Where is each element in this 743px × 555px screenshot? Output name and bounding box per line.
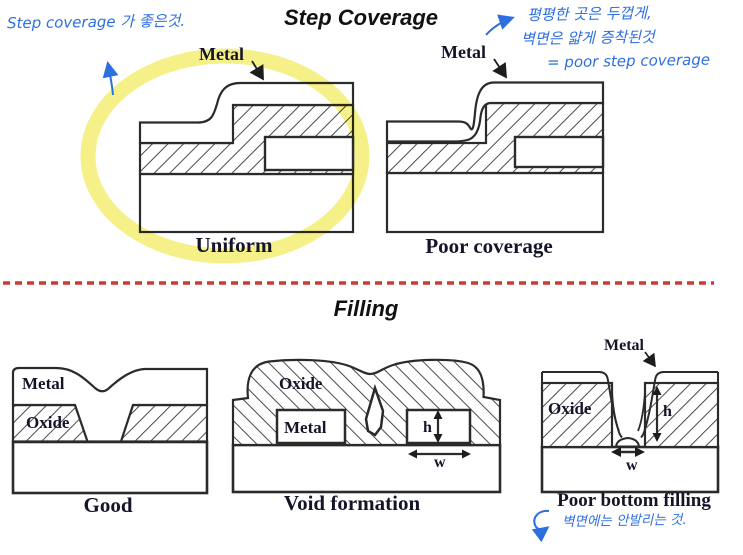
poor-coverage-metal-label: Metal <box>441 42 486 62</box>
step-coverage-title: Step Coverage <box>283 5 439 30</box>
poor-coverage-metal-arrow <box>492 58 507 79</box>
void-h-label: h <box>423 419 432 436</box>
uniform-metal-label: Metal <box>199 44 244 64</box>
void-metal-label: Metal <box>284 418 327 437</box>
void-w-arrowhead-right <box>462 449 471 459</box>
pbf-metal-film-right <box>640 371 718 439</box>
filling-title: Filling <box>333 296 399 321</box>
pbf-metal-film-left-inner <box>611 391 620 432</box>
blue-up-arrow <box>102 61 119 96</box>
pbf-oxide-left <box>540 381 614 449</box>
pbf-w-label: w <box>626 457 638 474</box>
void-shape <box>364 383 385 437</box>
void-h-arrowhead-up <box>433 410 443 419</box>
void-w-label: w <box>434 454 446 471</box>
blue-curved-arrow <box>485 14 515 36</box>
pbf-w-arrowhead-right <box>635 447 645 457</box>
pbf-caption: Poor bottom filling <box>557 490 711 511</box>
pbf-metal-label: Metal <box>604 337 645 354</box>
poor-coverage-caption: Poor coverage <box>425 234 552 258</box>
pbf-oxide-label: Oxide <box>548 399 592 418</box>
good-caption: Good <box>83 493 132 517</box>
uniform-metal-arrow <box>249 60 264 81</box>
good-diagram: Metal Oxide <box>11 366 209 495</box>
pbf-substrate <box>540 445 720 494</box>
uniform-diagram <box>138 81 355 234</box>
top-metal-labels: Metal Metal <box>199 42 507 81</box>
void-oxide-label: Oxide <box>279 374 323 393</box>
pbf-metal-film-left <box>542 371 623 439</box>
uniform-caption: Uniform <box>196 233 273 257</box>
pbf-metal-arrow <box>642 351 656 368</box>
void-metal-left <box>275 408 347 445</box>
good-metal-label: Metal <box>22 374 65 393</box>
void-formation-diagram: Oxide Metal h w <box>231 358 502 494</box>
poor-coverage-substrate <box>385 171 605 234</box>
pbf-h-arrowhead-up <box>652 386 662 395</box>
pbf-metal-film-right-inner <box>637 391 646 432</box>
good-metal-film <box>11 366 209 443</box>
pbf-h-label: h <box>663 403 672 420</box>
void-h-arrowhead-down <box>433 434 443 443</box>
good-substrate <box>11 440 209 495</box>
pbf-h-arrowhead-down <box>652 433 662 442</box>
uniform-buried-metal-line <box>263 135 355 172</box>
good-oxide-label: Oxide <box>26 413 70 432</box>
good-oxide-right <box>118 403 209 443</box>
void-caption: Void formation <box>284 491 421 515</box>
uniform-metal-film <box>138 81 355 145</box>
void-substrate <box>231 443 502 494</box>
yellow-highlight-ellipse <box>80 48 370 264</box>
poor-bottom-filling-diagram: Oxide h w Metal <box>540 337 720 494</box>
pbf-bottom-metal-bump <box>614 436 641 448</box>
blue-hook-arrow <box>531 509 550 543</box>
pbf-w-arrowhead-left <box>611 447 621 457</box>
poor-coverage-metal-film <box>385 81 605 143</box>
poor-coverage-buried-metal-line <box>513 135 605 169</box>
void-w-arrowhead-left <box>408 449 417 459</box>
poor-coverage-diagram <box>385 81 605 234</box>
